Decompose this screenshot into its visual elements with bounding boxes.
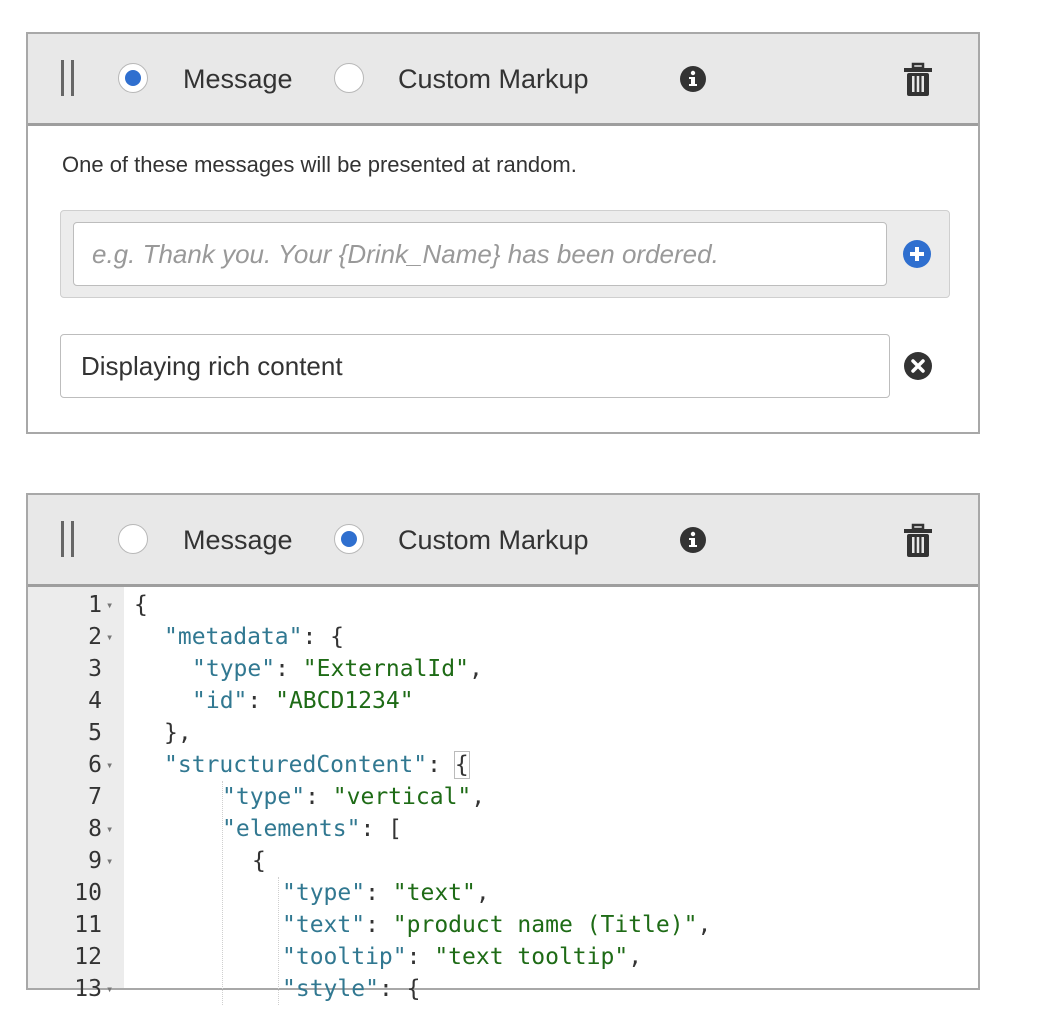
info-icon[interactable] [680,66,706,92]
line-number: 1 [88,592,102,618]
line-number: 11 [74,912,102,938]
code-line: 3 "type": "ExternalId", [28,653,978,685]
code-text: "tooltip": "text tooltip", [282,944,643,970]
indent-guide [278,877,279,1005]
new-message-input[interactable] [73,222,887,286]
code-text: { [252,848,266,874]
card-header: Message Custom Markup [28,34,978,126]
message-radio-label[interactable]: Message [183,525,293,555]
code-line: 13 ▾ "style": { [28,973,978,1005]
code-text: "type": "vertical", [222,784,486,810]
fold-arrow-icon[interactable]: ▾ [106,822,114,836]
trash-icon[interactable] [904,523,932,557]
line-number: 3 [88,656,102,682]
line-number: 10 [74,880,102,906]
drag-handle-icon[interactable] [61,521,75,557]
custom-markup-radio[interactable] [334,63,364,93]
code-line: 11 "text": "product name (Title)", [28,909,978,941]
intro-text: One of these messages will be presented … [62,152,577,177]
fold-arrow-icon[interactable]: ▾ [106,598,114,612]
code-line: 9 ▾ { [28,845,978,877]
code-line: 10 "type": "text", [28,877,978,909]
code-text: { [134,592,148,618]
message-radio-label[interactable]: Message [183,64,293,94]
code-text: }, [164,720,192,746]
code-line: 5}, [28,717,978,749]
code-text: "type": "text", [282,880,490,906]
line-number: 13 [74,976,102,1002]
fold-arrow-icon[interactable]: ▾ [106,758,114,772]
code-line: 4 "id": "ABCD1234" [28,685,978,717]
code-text: "id": "ABCD1234" [192,688,414,714]
code-text: "style": { [282,976,421,1002]
code-line: 7 "type": "vertical", [28,781,978,813]
drag-handle-icon[interactable] [61,60,75,96]
code-line: 12 "tooltip": "text tooltip", [28,941,978,973]
code-text: "text": "product name (Title)", [282,912,712,938]
line-number: 2 [88,624,102,650]
fold-arrow-icon[interactable]: ▾ [106,854,114,868]
response-card-custom-markup: Message Custom Markup 1 ▾ {2 ▾ "metadata": {… [26,493,980,1005]
message-radio[interactable] [118,524,148,554]
line-number: 4 [88,688,102,714]
message-item[interactable]: Displaying rich content [60,334,890,398]
indent-guide [222,781,223,1005]
code-text: "structuredContent": { [164,751,470,779]
code-line: 8 ▾ "elements": [ [28,813,978,845]
fold-arrow-icon[interactable]: ▾ [106,982,114,996]
line-number: 5 [88,720,102,746]
code-text: "type": "ExternalId", [192,656,483,682]
line-number: 12 [74,944,102,970]
card-header: Message Custom Markup [28,495,978,587]
line-number: 9 [88,848,102,874]
code-text: "metadata": { [164,624,345,650]
line-number: 7 [88,784,102,810]
message-radio[interactable] [118,63,148,93]
new-message-well [60,210,950,298]
line-number-gutter [28,587,124,988]
trash-icon[interactable] [904,62,932,96]
line-number: 6 [88,752,102,778]
response-card-message: Message Custom Markup One of these messa… [26,32,980,434]
code-editor[interactable]: 1 ▾ {2 ▾ "metadata": { 3 "type": "ExternalId",… [28,587,978,1005]
info-icon[interactable] [680,527,706,553]
add-message-icon[interactable] [903,240,931,268]
code-line: 2 ▾ "metadata": { [28,621,978,653]
line-number: 8 [88,816,102,842]
code-line: 6 ▾ "structuredContent": { [28,749,978,781]
fold-arrow-icon[interactable]: ▾ [106,630,114,644]
code-line: 1 ▾ { [28,589,978,621]
custom-markup-radio-label[interactable]: Custom Markup [398,525,589,555]
remove-message-icon[interactable] [904,352,932,380]
code-text: "elements": [ [222,816,403,842]
custom-markup-radio-label[interactable]: Custom Markup [398,64,589,94]
custom-markup-radio[interactable] [334,524,364,554]
